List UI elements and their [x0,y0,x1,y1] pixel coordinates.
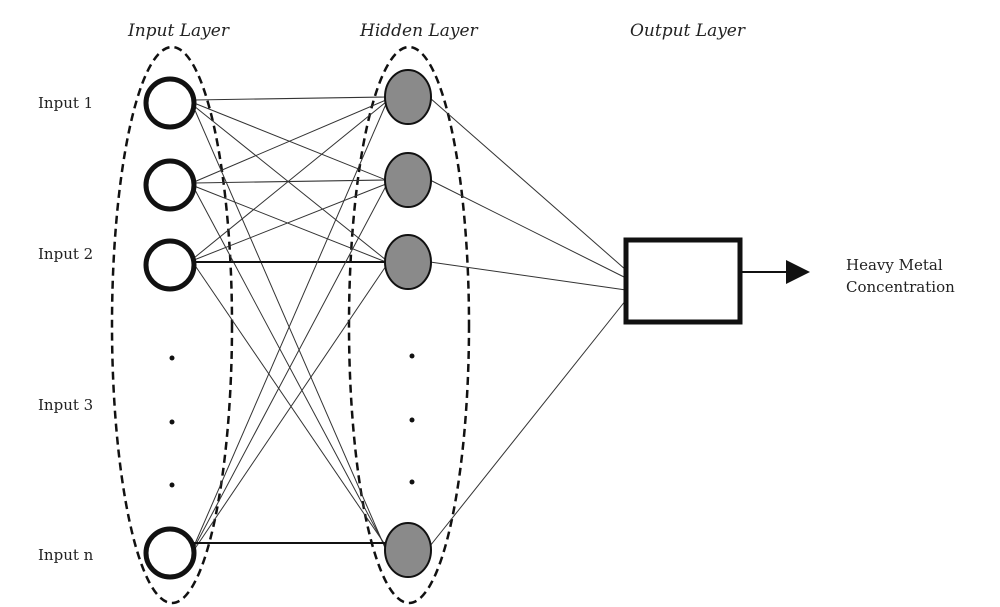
input-node-2 [143,238,197,292]
input-label-1: Input 1 [38,94,93,112]
output-label-line1: Heavy Metal [846,256,943,274]
output-node [623,237,743,325]
input-ellipsis-dot [169,482,175,488]
hidden-node-2 [384,152,432,208]
input-node-1b [143,158,197,212]
output-layer-title: Output Layer [630,21,746,41]
input-label-2: Input 2 [38,245,93,263]
input-layer-title: Input Layer [127,21,230,41]
input-layer-boundary [110,45,234,605]
input-ellipsis-dot [169,419,175,425]
input-node-1 [143,76,197,130]
output-label-line2: Concentration [846,278,955,296]
hidden-layer-title: Hidden Layer [359,21,479,41]
hidden-layer-boundary [347,45,471,605]
hidden-node-n [384,522,432,578]
hidden-node-3 [384,234,432,290]
hidden-ellipsis-dot [409,417,415,423]
hidden-ellipsis-dot [409,479,415,485]
input-ellipsis-dot [169,355,175,361]
input-hidden-connections [193,96,387,551]
hidden-node-1 [384,69,432,125]
input-node-n [143,526,197,580]
input-label-n: Input n [38,546,94,564]
hidden-output-connections [429,97,627,547]
input-label-3: Input 3 [38,396,93,414]
hidden-ellipsis-dot [409,353,415,359]
